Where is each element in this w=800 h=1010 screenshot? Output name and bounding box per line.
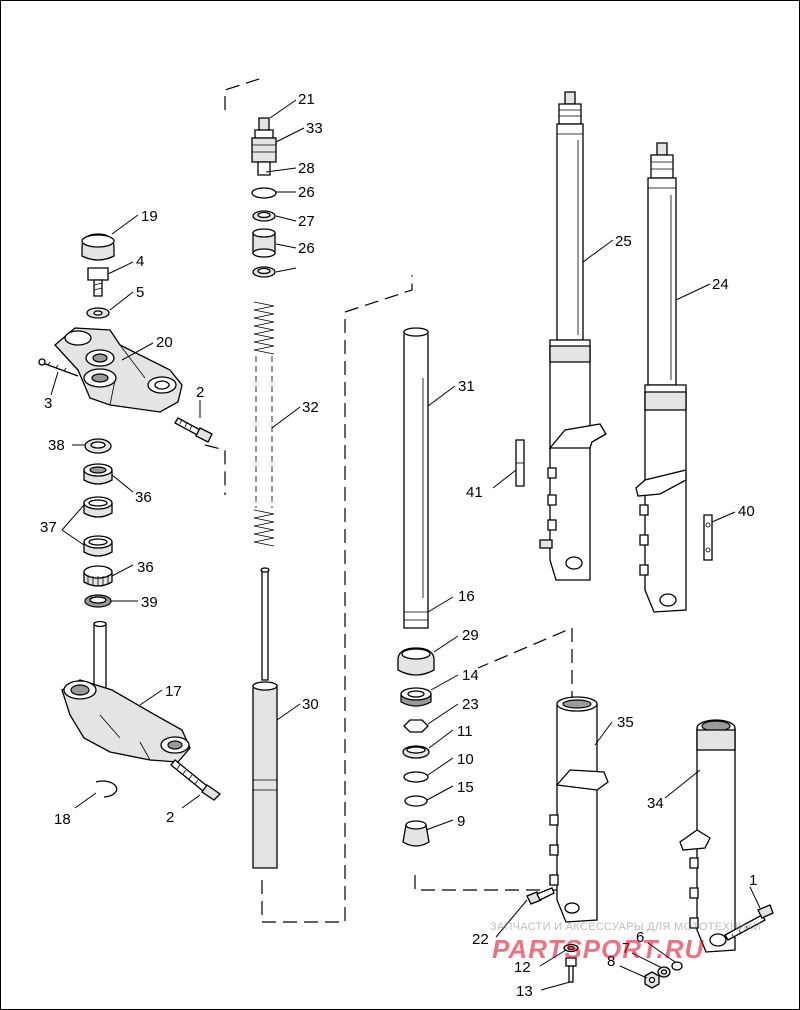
label-41: 41: [466, 484, 483, 501]
label-11: 11: [457, 723, 473, 740]
part-seal-39: [84, 594, 112, 608]
part-slider-34: [679, 719, 736, 953]
part-fork-assembly-24: [635, 142, 687, 613]
part-washer-26-upper: [252, 210, 276, 222]
part-spacer-27: [252, 228, 276, 258]
part-dust-boot: [397, 647, 435, 676]
label-37: 37: [40, 519, 57, 536]
label-30: 30: [302, 696, 319, 713]
part-labels: 21 33 28 26 27 26 32 30 19 4 5 20 3 2 38…: [40, 91, 757, 1000]
assembly-outline-spring: [204, 77, 263, 495]
label-26-lower: 26: [298, 240, 315, 257]
part-race-upper: [83, 496, 113, 518]
part-washer-26-lower: [252, 266, 276, 278]
part-lower-bracket: [61, 620, 191, 763]
part-fork-tube: [403, 327, 429, 629]
label-3: 3: [44, 395, 52, 412]
part-bushing-10: [403, 771, 429, 783]
part-slider-35: [549, 696, 609, 923]
label-40: 40: [738, 503, 755, 520]
part-bearing-upper: [83, 463, 113, 485]
label-21: 21: [298, 91, 315, 108]
label-18: 18: [54, 811, 71, 828]
part-tag-41: [515, 439, 525, 487]
label-38: 38: [48, 437, 65, 454]
label-19: 19: [141, 208, 158, 225]
label-5: 5: [136, 284, 144, 301]
watermark-top-text: ЗАПЧАСТИ И АКСЕССУАРЫ ДЛЯ МОТОТЕХНИКИ: [490, 921, 761, 933]
part-cap: [81, 233, 115, 261]
label-2-lower: 2: [166, 809, 174, 826]
label-13: 13: [516, 983, 533, 1000]
part-washer-5: [86, 307, 110, 319]
leader-lines: [50, 99, 761, 991]
label-36-lower: 36: [137, 559, 154, 576]
part-washer-12: [563, 943, 579, 953]
part-drain-screw: [526, 887, 555, 905]
label-15: 15: [457, 779, 474, 796]
part-screw-13: [565, 957, 577, 983]
part-screw-3: [38, 358, 79, 377]
label-10: 10: [457, 751, 474, 768]
label-16: 16: [458, 588, 475, 605]
watermark: ЗАПЧАСТИ И АКСЕССУАРЫ ДЛЯ МОТОТЕХНИКИ PA…: [490, 921, 761, 964]
part-pinch-bolt-lower: [170, 759, 222, 801]
part-nut-8: [644, 971, 660, 989]
part-oil-seal: [400, 687, 432, 707]
part-retaining-ring: [95, 780, 118, 798]
part-bearing-lower: [83, 565, 113, 587]
label-23: 23: [462, 696, 479, 713]
label-39: 39: [141, 594, 158, 611]
watermark-brand: PARTSPORT.RU: [492, 934, 705, 964]
assembly-outline-fork-tube: [261, 275, 413, 923]
part-upper-bracket: [54, 327, 183, 413]
part-pinch-bolt-upper: [174, 417, 213, 443]
part-washer-11: [402, 745, 430, 759]
label-7: 7: [622, 940, 630, 957]
label-2-upper: 2: [196, 384, 204, 401]
label-25: 25: [615, 233, 632, 250]
part-bushing-15: [404, 795, 428, 807]
label-33: 33: [306, 120, 323, 137]
part-damper-rod: [252, 567, 278, 869]
label-8: 8: [607, 953, 615, 970]
part-retaining-clip: [403, 719, 429, 733]
part-plate-40: [703, 514, 713, 561]
label-17: 17: [165, 683, 182, 700]
part-bolt: [87, 267, 109, 297]
label-28: 28: [298, 160, 315, 177]
label-20: 20: [156, 334, 173, 351]
label-4: 4: [136, 253, 144, 270]
label-35: 35: [617, 714, 634, 731]
label-34: 34: [647, 795, 664, 812]
label-27: 27: [298, 213, 315, 230]
part-oil-lock: [402, 820, 430, 847]
label-31: 31: [458, 378, 475, 395]
part-adjuster-cap: [251, 117, 277, 176]
part-shield-38: [84, 438, 112, 454]
label-14: 14: [462, 667, 479, 684]
part-washer-7: [657, 966, 671, 978]
label-32: 32: [302, 399, 319, 416]
label-9: 9: [457, 813, 465, 830]
part-fork-assembly-25: [539, 91, 607, 581]
label-6: 6: [636, 929, 644, 946]
label-36-upper: 36: [135, 489, 152, 506]
part-race-lower: [83, 535, 113, 557]
part-o-ring-28: [251, 187, 277, 199]
label-1: 1: [749, 872, 757, 889]
label-22: 22: [472, 931, 489, 948]
part-washer-6: [671, 961, 683, 971]
label-29: 29: [462, 627, 479, 644]
label-12: 12: [514, 959, 531, 976]
part-axle-pinch-screw: [724, 904, 774, 941]
label-24: 24: [712, 276, 729, 293]
label-26-upper: 26: [298, 184, 315, 201]
part-fork-spring: [253, 301, 275, 547]
